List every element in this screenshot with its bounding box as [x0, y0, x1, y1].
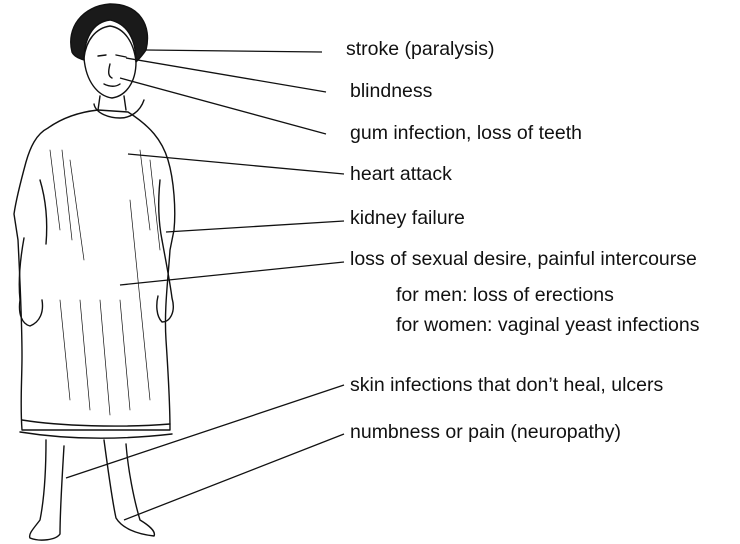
leader-kidney	[166, 221, 344, 232]
leader-heart	[128, 154, 344, 174]
label-stroke: stroke (paralysis)	[346, 40, 494, 60]
left-arm	[19, 238, 42, 326]
label-heart: heart attack	[350, 165, 452, 185]
leader-blindness	[126, 58, 326, 92]
leader-skin	[66, 385, 344, 478]
label-women: for women: vaginal yeast infections	[396, 316, 700, 336]
label-blindness: blindness	[350, 82, 432, 102]
label-gum: gum infection, loss of teeth	[350, 124, 582, 144]
leader-sexual	[120, 262, 344, 285]
right-leg	[104, 440, 154, 536]
label-skin: skin infections that don’t heal, ulcers	[350, 376, 663, 396]
label-sexual: loss of sexual desire, painful intercour…	[350, 250, 697, 270]
label-numbness: numbness or pain (neuropathy)	[350, 423, 621, 443]
dress-outline	[14, 110, 175, 430]
left-leg	[30, 440, 64, 540]
label-men: for men: loss of erections	[396, 286, 614, 306]
face	[84, 26, 136, 98]
hair	[71, 4, 148, 62]
leader-stroke	[146, 50, 322, 52]
label-kidney: kidney failure	[350, 209, 465, 229]
